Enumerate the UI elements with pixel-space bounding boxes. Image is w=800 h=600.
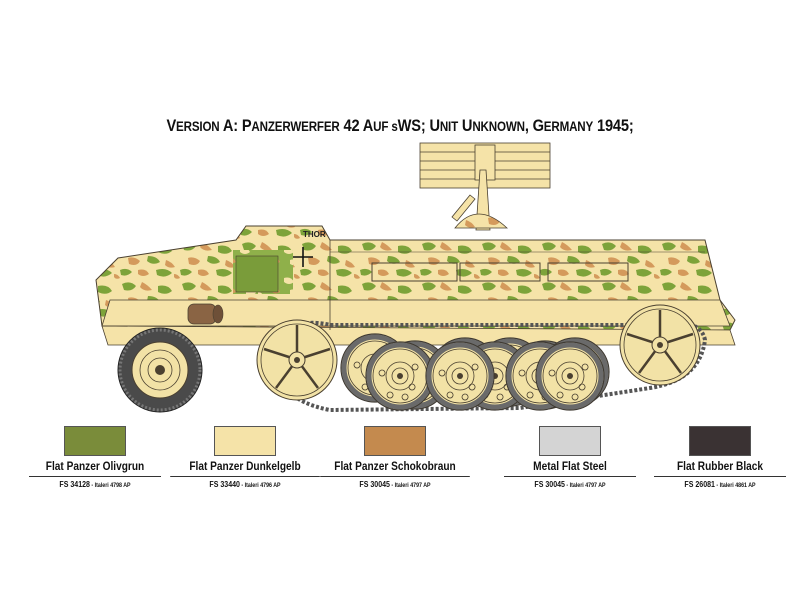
swatch-flat-steel: Metal Flat Steel FS 30045 - Italeri 4797… — [495, 426, 645, 489]
color-swatch — [214, 426, 276, 456]
swatch-name: Flat Rubber Black — [654, 461, 786, 477]
swatch-name: Flat Panzer Dunkelgelb — [170, 461, 320, 477]
swatch-olivgrun: Flat Panzer Olivgrun FS 34128 - Italeri … — [20, 426, 170, 489]
swatch-code: FS 30045 - Italeri 4797 AP — [359, 480, 431, 489]
swatch-code: FS 34128 - Italeri 4798 AP — [59, 480, 131, 489]
swatch-code: FS 33440 - Italeri 4796 AP — [209, 480, 281, 489]
swatch-dunkelgelb: Flat Panzer Dunkelgelb FS 33440 - Italer… — [160, 426, 330, 489]
color-swatch — [689, 426, 751, 456]
page-title: VERSION A: PANZERWERFER 42 AUF sWS; UNIT… — [166, 116, 634, 135]
swatch-schokobraun: Flat Panzer Schokobraun FS 30045 - Itale… — [310, 426, 480, 489]
color-swatch — [364, 426, 426, 456]
swatch-name: Metal Flat Steel — [504, 461, 636, 477]
swatch-rubber-black: Flat Rubber Black FS 26081 - Italeri 486… — [645, 426, 795, 489]
swatch-name: Flat Panzer Schokobraun — [320, 461, 470, 477]
color-swatch — [64, 426, 126, 456]
swatch-code: FS 30045 - Italeri 4797 AP — [534, 480, 606, 489]
hull: THOR — [95, 225, 736, 346]
color-swatch — [539, 426, 601, 456]
paint-swatch-legend: Flat Panzer Olivgrun FS 34128 - Italeri … — [0, 426, 800, 496]
svg-text:THOR: THOR — [303, 230, 326, 239]
swatch-name: Flat Panzer Olivgrun — [29, 461, 161, 477]
vehicle-illustration: THOR — [0, 130, 800, 420]
balkenkreuz-icon — [293, 247, 313, 267]
rocket-launcher — [419, 142, 551, 231]
front-wheel — [117, 327, 203, 413]
swatch-code: FS 26081 - Italeri 4861 AP — [684, 480, 756, 489]
